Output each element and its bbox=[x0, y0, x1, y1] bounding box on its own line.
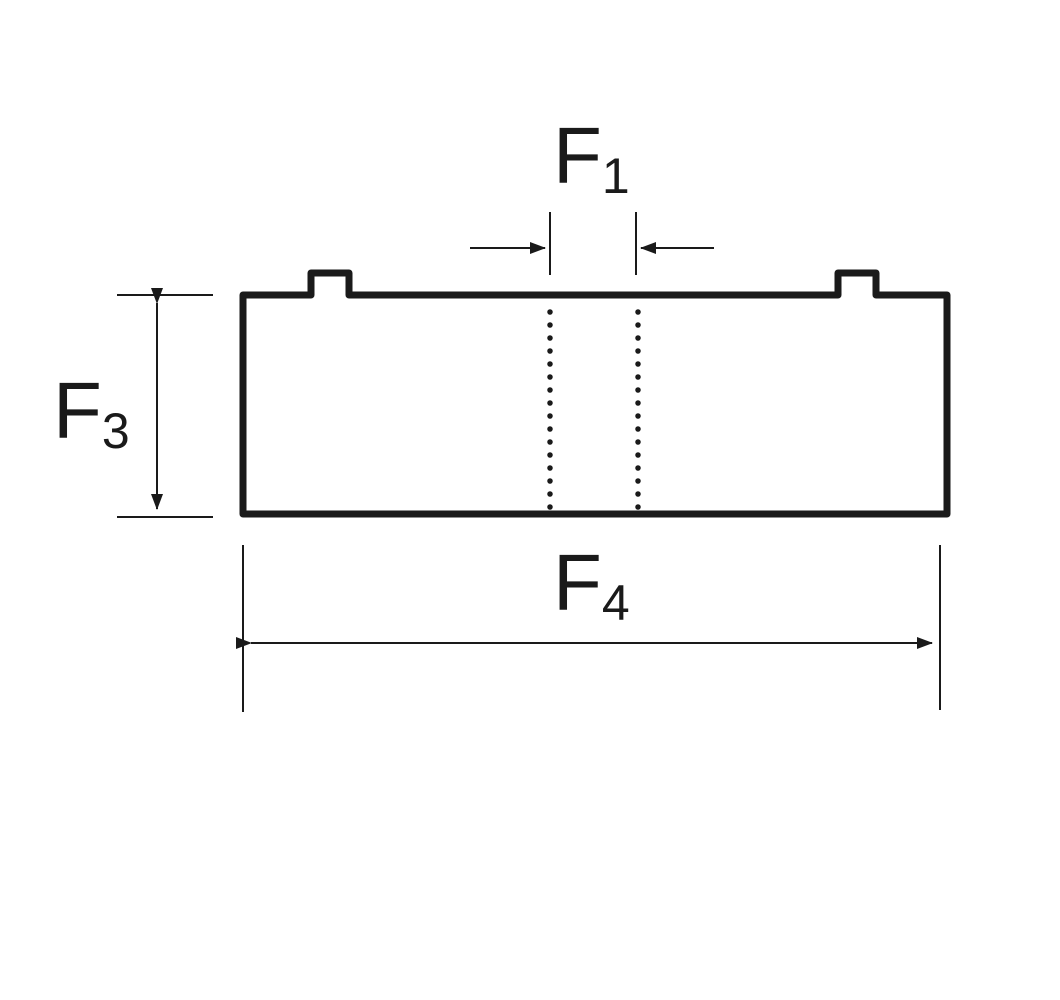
f4-dimension: F4 bbox=[236, 538, 941, 712]
f1-label: F1 bbox=[553, 111, 630, 204]
f3-label: F3 bbox=[53, 366, 130, 459]
f1-dimension: F1 bbox=[470, 111, 714, 275]
f3-dimension: F3 bbox=[53, 288, 213, 518]
f4-label: F4 bbox=[553, 538, 630, 631]
part-outline bbox=[239, 269, 951, 518]
